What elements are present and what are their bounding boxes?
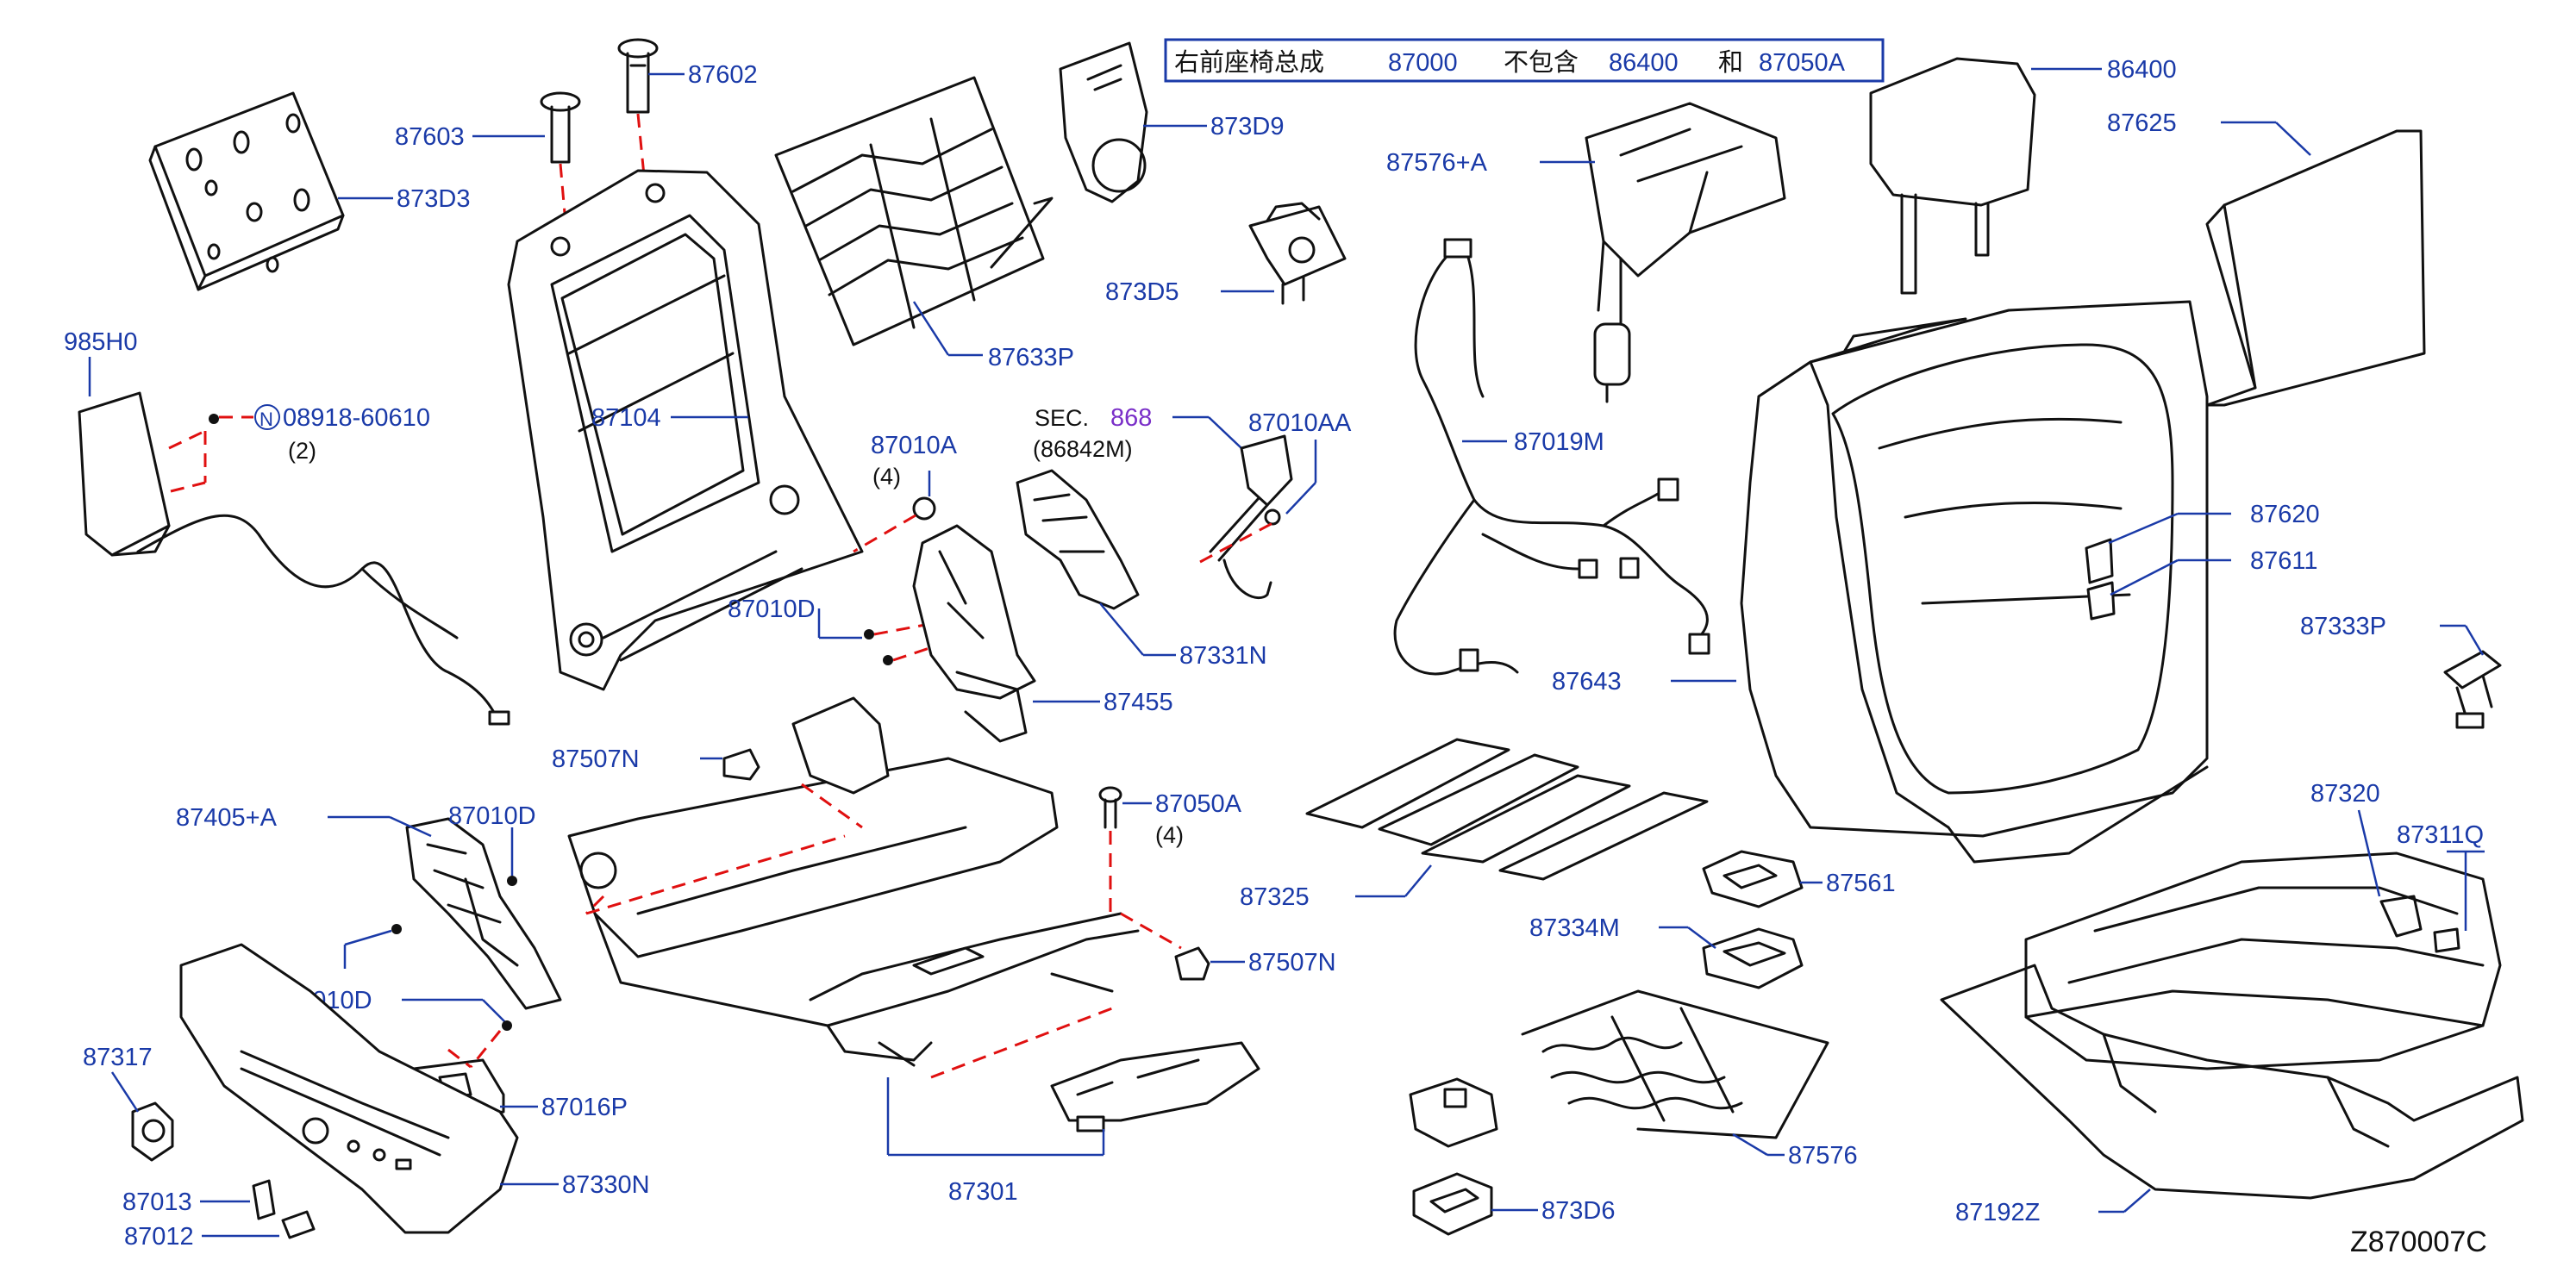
label-sec-prefix: SEC. [1035, 405, 1089, 431]
label-87602[interactable]: 87602 [688, 61, 758, 89]
part-87576-lumbar-frame [1521, 989, 1829, 1139]
part-87192Z-cushion-pad [1940, 964, 2524, 1200]
part-87507N-clip-top [722, 748, 760, 781]
part-87507N-clip-bottom [1174, 946, 1210, 981]
label-87010A[interactable]: 87010A [871, 432, 958, 459]
label-873D6[interactable]: 873D6 [1541, 1197, 1615, 1225]
part-873D5-unit [1248, 202, 1347, 305]
label-87050A[interactable]: 87050A [1155, 790, 1242, 818]
label-87620[interactable]: 87620 [2250, 501, 2320, 528]
part-87405A-recliner-bracket [405, 817, 562, 1010]
part-87013-knob [252, 1179, 276, 1220]
label-873D9[interactable]: 873D9 [1210, 113, 1284, 140]
drawing-id: Z870007C [2350, 1226, 2487, 1258]
part-87620-label-tag [2085, 538, 2116, 621]
label-87334M[interactable]: 87334M [1529, 914, 1620, 942]
label-87333P[interactable]: 87333P [2300, 613, 2386, 640]
part-87012-knob [281, 1210, 316, 1239]
header-frame [1164, 38, 1885, 83]
header-excluded-part-1[interactable]: 86400 [1609, 49, 1679, 77]
label-87507N-top[interactable]: 87507N [552, 746, 640, 773]
label-87576A[interactable]: 87576+A [1386, 149, 1488, 177]
part-87633P-spring-mat [774, 76, 1054, 346]
label-87013[interactable]: 87013 [122, 1189, 192, 1216]
label-87625[interactable]: 87625 [2107, 109, 2177, 137]
part-87603-headrest-guide [540, 91, 581, 164]
part-86400-headrest [1869, 57, 2036, 295]
label-87643[interactable]: 87643 [1552, 668, 1622, 696]
label-87330N[interactable]: 87330N [562, 1171, 650, 1199]
label-87019M[interactable]: 87019M [1514, 428, 1604, 456]
label-87561[interactable]: 87561 [1826, 870, 1896, 897]
part-87320-seat-cushion [2024, 852, 2502, 1070]
part-87325-heater-mats [1305, 738, 1709, 881]
header-excludes-text: 不包含 [1504, 47, 1579, 77]
part-87576A-module [1585, 102, 1786, 403]
part-873D6-module [1412, 1172, 1493, 1236]
part-87602-headrest-guide [617, 38, 659, 114]
header-excluded-part-2[interactable]: 87050A [1759, 49, 1846, 77]
label-87611[interactable]: 87611 [2250, 547, 2318, 575]
header-assembly-text: 右前座椅总成 [1174, 47, 1324, 77]
label-87010D-top[interactable]: 87010D [728, 596, 816, 623]
label-sec-868[interactable]: 868 [1110, 404, 1152, 432]
part-87576-motor [1409, 1077, 1498, 1148]
label-87507N-bottom[interactable]: 87507N [1248, 949, 1336, 976]
label-87325[interactable]: 87325 [1240, 883, 1310, 911]
label-985H0[interactable]: 985H0 [64, 328, 137, 356]
part-87625-back-panel [2205, 129, 2426, 407]
label-87633P[interactable]: 87633P [988, 344, 1074, 371]
part-87301-seat-frame [567, 696, 1140, 1067]
part-873D9-cover [1059, 41, 1148, 203]
label-87010A-qty: (4) [872, 464, 901, 490]
label-87311Q[interactable]: 87311Q [2397, 821, 2484, 849]
label-87576[interactable]: 87576 [1788, 1142, 1858, 1170]
part-87104-seatback-frame [507, 169, 864, 691]
label-87317[interactable]: 87317 [83, 1044, 153, 1071]
label-87301[interactable]: 87301 [948, 1178, 1018, 1206]
part-87330N-side-trim [179, 943, 519, 1234]
label-87603[interactable]: 87603 [395, 123, 465, 151]
label-08918-qty: (2) [288, 438, 316, 464]
part-87050A-bolt [1098, 786, 1122, 829]
label-87331N[interactable]: 87331N [1179, 642, 1267, 670]
label-87104[interactable]: 87104 [591, 404, 661, 432]
label-87050A-qty: (4) [1155, 822, 1184, 848]
label-sec-ref: (86842M) [1033, 436, 1133, 462]
assembly-header: 右前座椅总成 87000 不包含 86400 和 87050A [1164, 38, 1885, 83]
header-and-text: 和 [1718, 47, 1743, 77]
label-08918-badge: N [259, 409, 273, 430]
part-87561-module [1702, 850, 1804, 908]
part-87331N-cover [1016, 469, 1140, 610]
label-87192Z[interactable]: 87192Z [1955, 1199, 2040, 1226]
part-87317-knob [131, 1101, 174, 1162]
label-87012[interactable]: 87012 [124, 1223, 194, 1251]
label-87455[interactable]: 87455 [1104, 689, 1173, 716]
part-87334M-module [1702, 927, 1804, 989]
part-985H0-side-airbag [78, 391, 510, 726]
part-873D3-plate [148, 91, 345, 291]
label-87010AA[interactable]: 87010AA [1248, 409, 1352, 437]
label-873D5[interactable]: 873D5 [1105, 278, 1179, 306]
label-08918-60610[interactable]: 08918-60610 [283, 404, 430, 432]
label-87010D-mid[interactable]: 87010D [448, 802, 536, 830]
part-87455-bracket [912, 524, 1036, 743]
label-87405A[interactable]: 87405+A [176, 804, 278, 832]
part-87010D-bolt [883, 655, 893, 665]
part-87010AA-buckle [1209, 434, 1293, 600]
part-87301-motor-unit [1050, 1041, 1260, 1132]
label-87016P[interactable]: 87016P [541, 1094, 628, 1121]
header-assembly-code[interactable]: 87000 [1388, 49, 1458, 77]
label-87320[interactable]: 87320 [2310, 780, 2380, 808]
part-87643-seatback-trim [1740, 300, 2209, 864]
part-87019M-harness [1393, 238, 1710, 676]
part-87010D-bolt [864, 629, 874, 640]
part-87333P-switch [2443, 650, 2502, 729]
label-86400[interactable]: 86400 [2107, 56, 2177, 84]
label-873D3[interactable]: 873D3 [397, 185, 470, 213]
part-87010A-bolt [912, 496, 936, 521]
